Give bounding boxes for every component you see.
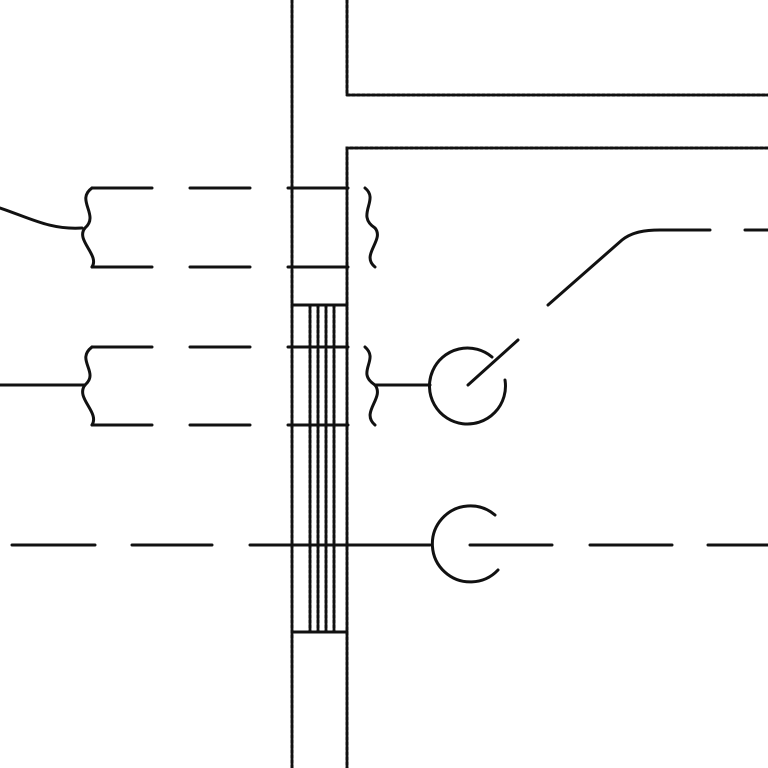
hatched-insert <box>290 303 349 634</box>
switch-arm-upper <box>546 228 712 307</box>
centerline <box>10 504 768 584</box>
switch-arm-lower <box>466 338 520 387</box>
switch-contact <box>427 228 768 426</box>
wall-upper-right-edge <box>345 0 768 97</box>
centerline-circle <box>430 504 500 584</box>
upper-pipe <box>0 186 379 269</box>
wall <box>290 0 768 768</box>
upper-pipe-left-break <box>81 186 96 269</box>
upper-pipe-right-break <box>363 186 379 269</box>
lower-pipe-left-break <box>81 345 96 427</box>
insert-hatching <box>308 303 336 634</box>
contact-circle <box>427 346 507 426</box>
lower-pipe <box>0 345 432 427</box>
upper-wire <box>0 206 84 230</box>
wall-lower-right-edge <box>345 146 768 768</box>
